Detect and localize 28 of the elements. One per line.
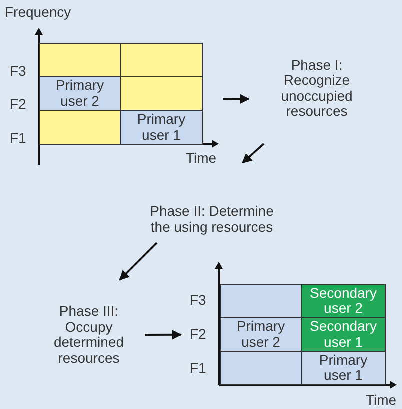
axis-label: Frequency	[5, 5, 72, 19]
arrow	[242, 143, 265, 164]
tick-label: F2	[10, 97, 26, 111]
arrow	[145, 330, 182, 340]
user-label: Secondary user 1	[309, 319, 378, 350]
resource-cell	[39, 76, 121, 111]
user-label: Primary user 2	[54, 78, 106, 109]
tick-label: F3	[190, 293, 206, 307]
user-label: Secondary user 2	[309, 286, 378, 316]
phase-text: Phase III: Occupy determined resources	[33, 280, 145, 368]
resource-cell	[120, 110, 203, 145]
resource-cell	[220, 317, 302, 352]
phase-text: Phase II: Determine the using resources	[142, 163, 282, 243]
axis-label: Time	[366, 393, 397, 407]
user-label: Primary user 1	[318, 352, 369, 384]
user-label: Primary user 1	[136, 112, 187, 143]
user-label: Primary user 2	[236, 319, 286, 350]
axis-label: Time	[186, 151, 217, 165]
tick-label: F2	[190, 327, 206, 341]
resource-cell	[301, 317, 386, 352]
tick-label: F1	[10, 131, 26, 145]
tick-label: F1	[190, 361, 206, 375]
arrow	[222, 94, 250, 104]
arrow	[119, 242, 158, 281]
tick-label: F3	[10, 64, 26, 78]
resource-cell	[301, 284, 386, 318]
phase-text: Phase I: Recognize unoccupied resources	[249, 58, 385, 144]
resource-cell	[301, 351, 386, 385]
